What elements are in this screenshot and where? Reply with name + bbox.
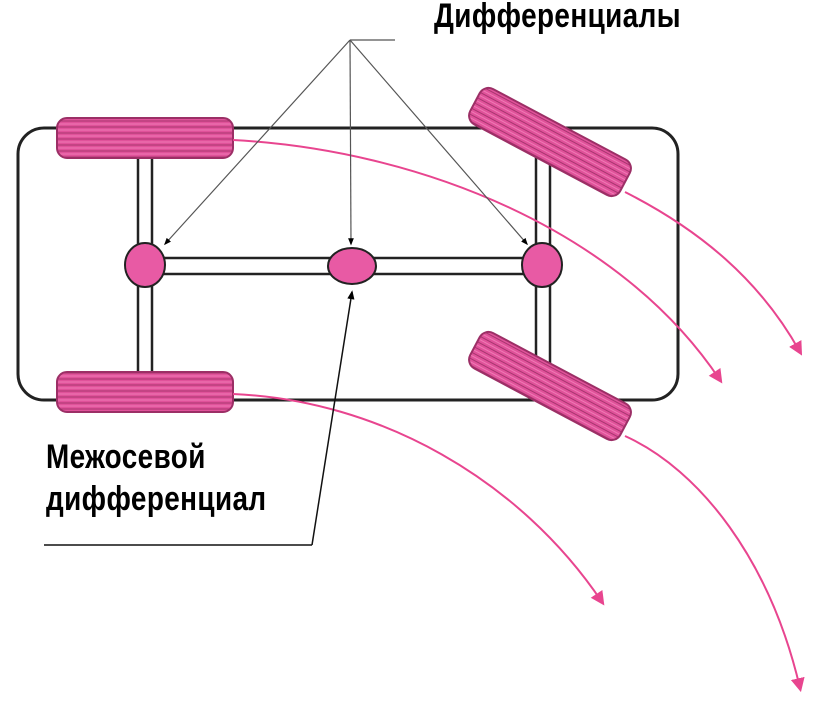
rear-left-tire (56, 117, 234, 159)
rear-right-tire (56, 371, 234, 413)
front-left-tire (468, 86, 632, 198)
differentials-leaders (164, 39, 528, 246)
trajectory-rear-left (232, 139, 723, 384)
trajectory-front-right (624, 435, 805, 693)
front-right-tire (468, 330, 632, 442)
front-differential (521, 242, 563, 288)
trajectory-front-left (624, 191, 803, 356)
center-diff-label-line1: Межосевой (46, 438, 206, 476)
center-diff-label-line2: дифференциал (46, 480, 267, 518)
center-differential (327, 247, 377, 285)
rear-differential (124, 242, 166, 288)
center-diff-leader (44, 290, 355, 546)
car-body (16, 126, 680, 402)
differentials-label: Дифференциалы (434, 0, 681, 35)
wheel-trajectories (232, 139, 805, 693)
trajectory-rear-right (232, 393, 605, 606)
